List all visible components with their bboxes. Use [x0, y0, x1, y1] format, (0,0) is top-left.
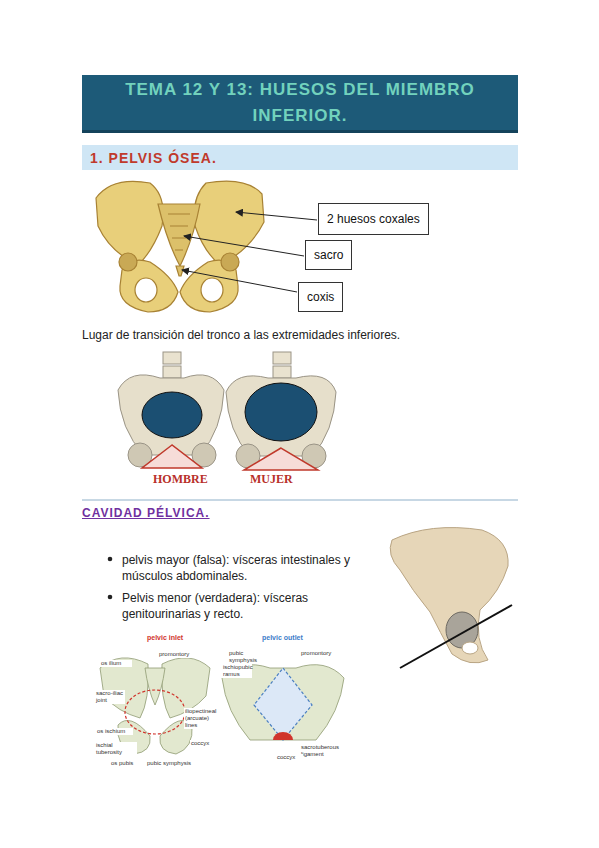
title-band: TEMA 12 Y 13: HUESOS DEL MIEMBRO INFERIO… [82, 75, 518, 133]
callout-text: coxis [307, 290, 334, 304]
part-label: promontory [158, 651, 200, 658]
callout-text: sacro [314, 248, 343, 262]
pelvic-outlet-drawing [222, 665, 344, 740]
part-label: pubic symphysis [146, 760, 198, 767]
part-label: promontory [300, 650, 342, 657]
body-text: Lugar de transición del tronco a las ext… [82, 327, 400, 343]
sex-pelvis-drawing [118, 352, 336, 468]
part-label: os ilium [100, 660, 132, 667]
part-label: ischiopubic ramus [222, 664, 252, 678]
bullet-text: Pelvis menor (verdadera): vísceras genit… [122, 590, 357, 622]
callout-box: coxis [298, 282, 343, 312]
part-label: coccyx [276, 754, 303, 761]
part-label: iliopectineal (arcuate) lines [184, 708, 222, 729]
bullet-text: pelvis mayor (falsa): vísceras intestina… [122, 552, 357, 584]
sex-label: HOMBRE [153, 472, 208, 487]
part-label: sacrotuberous ligament [300, 744, 344, 758]
section-band: 1. PELVIS ÓSEA. [82, 145, 518, 170]
subheading: CAVIDAD PÉLVICA. [82, 506, 210, 520]
part-label: coccyx [190, 740, 217, 747]
section-heading: 1. PELVIS ÓSEA. [90, 150, 217, 166]
part-label: pubic symphysis [228, 650, 260, 664]
callout-box: 2 huesos coxales [318, 203, 429, 235]
diagram-title: pelvic inlet [147, 634, 183, 641]
callout-box: sacro [305, 240, 352, 270]
part-label: ischial tuberosity [95, 742, 137, 756]
hip-bone-drawing [390, 528, 512, 668]
part-label: sacro-iliac joint [95, 690, 125, 704]
diagram-title: pelvic outlet [262, 634, 303, 641]
pelvis-drawing [96, 181, 264, 312]
part-label: os ischium [96, 728, 133, 735]
callout-text: 2 huesos coxales [327, 212, 420, 226]
sex-label: MUJER [250, 472, 293, 487]
page-title: TEMA 12 Y 13: HUESOS DEL MIEMBRO INFERIO… [100, 77, 500, 129]
part-label: os pubis [110, 760, 142, 767]
